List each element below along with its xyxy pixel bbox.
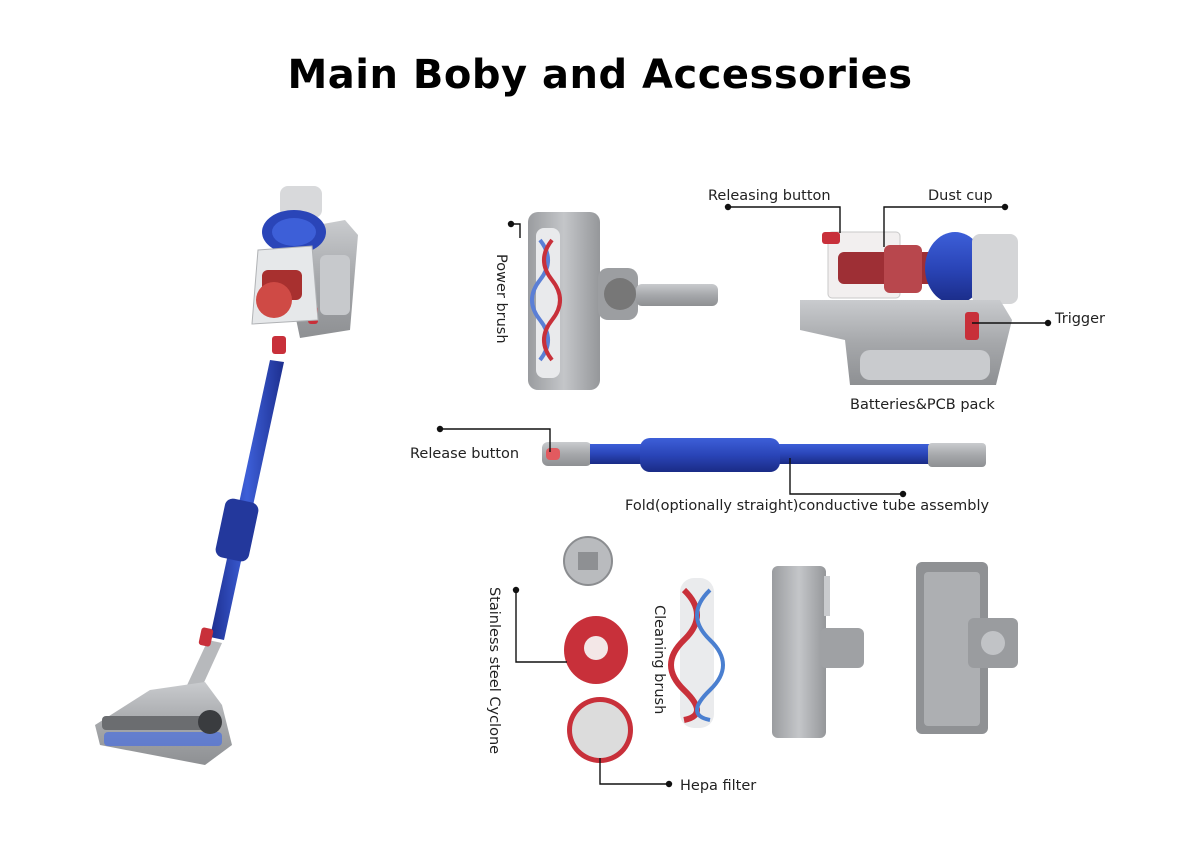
trigger-label: Trigger <box>1054 311 1105 327</box>
hepa-filter-label: Hepa filter <box>680 778 756 794</box>
brush-housing-top-illustration <box>772 566 864 738</box>
main-vacuum-illustration <box>95 186 358 765</box>
batteries-pcb-label: Batteries&PCB pack <box>850 397 995 413</box>
power-brush-illustration <box>528 212 718 390</box>
cyclone-label: Stainless steel Cyclone <box>486 587 502 754</box>
page-title: Main Boby and Accessories <box>287 52 913 98</box>
dust-cup-label: Dust cup <box>928 188 993 204</box>
brush-housing-bottom-illustration <box>916 562 1018 734</box>
cyclone-parts-illustration <box>563 536 633 763</box>
handheld-unit-illustration <box>800 231 1018 385</box>
releasing-button-label: Releasing button <box>708 188 831 204</box>
release-button-label: Release button <box>410 446 519 462</box>
tube-assembly-illustration <box>542 438 986 472</box>
cleaning-brush-illustration <box>668 578 725 728</box>
power-brush-label: Power brush <box>493 254 509 344</box>
tube-assembly-label: Fold(optionally straight)conductive tube… <box>625 498 990 514</box>
cleaning-brush-label: Cleaning brush <box>651 605 667 714</box>
